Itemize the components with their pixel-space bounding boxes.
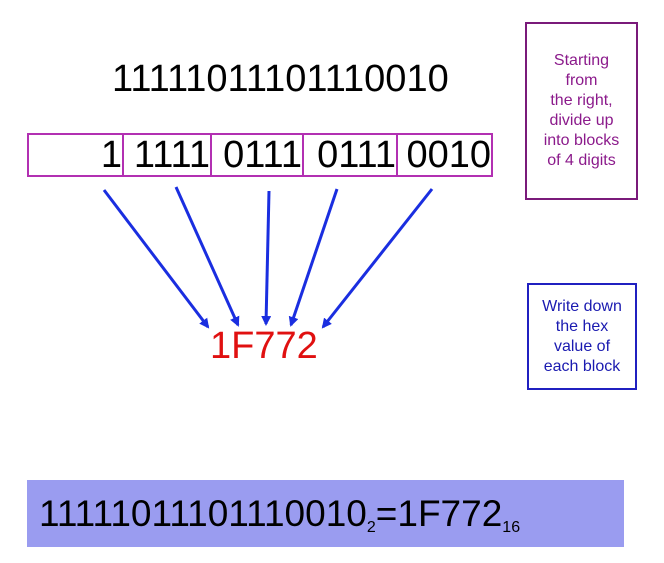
arrow-block-3 [261, 190, 272, 326]
conversion-equation: 11111011101110010 2 = 1F772 16 [27, 480, 624, 547]
arrow-block-2 [174, 186, 240, 327]
digit-block-4: 0111 [302, 133, 398, 177]
arrow-block-1 [102, 189, 210, 329]
digit-block-2: 1111 [122, 133, 212, 177]
binary-number: 11111011101110010 [112, 58, 449, 100]
equation-hex-base: 16 [502, 518, 521, 536]
write-hex-instruction-text: Write down the hex value of each block [542, 297, 622, 375]
arrow-block-5 [321, 188, 434, 329]
digit-block-2-text: 1111 [133, 134, 210, 176]
digit-block-3-text: 0111 [223, 134, 302, 176]
equation-binary: 11111011101110010 [39, 493, 367, 534]
digit-block-5: 0010 [396, 133, 493, 177]
digit-block-5-text: 0010 [406, 134, 491, 176]
divide-instruction-text: Starting from the right, divide up into … [543, 52, 620, 169]
equation-equals: = [375, 493, 398, 534]
divide-instruction-box: Starting from the right, divide up into … [525, 22, 638, 200]
equation-binary-base: 2 [366, 518, 376, 536]
arrow-block-4 [288, 188, 339, 327]
equation-hex: 1F772 [397, 493, 503, 534]
digit-block-4-text: 0111 [317, 134, 396, 176]
hex-result: 1F772 [210, 325, 318, 367]
digit-block-3: 0111 [210, 133, 304, 177]
digit-block-1-text: 1 [100, 134, 122, 176]
write-hex-instruction-box: Write down the hex value of each block [527, 283, 637, 390]
